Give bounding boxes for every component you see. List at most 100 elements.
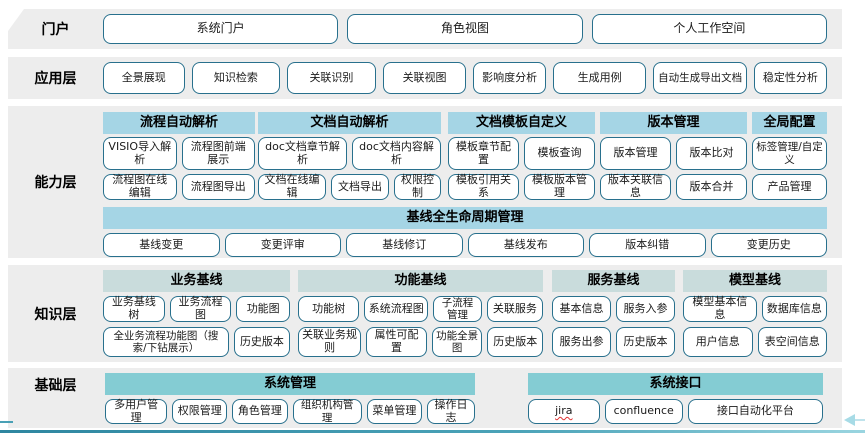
application-row: 全景展现 知识检索 关联识别 关联视图 影响度分析 生成用例 自动生成导出文档 … (103, 62, 827, 94)
baseline-box: 基线发布 (467, 233, 584, 257)
base-box: 组织机构管理 (292, 399, 362, 424)
baseline-row: 基线变更 变更评审 基线修订 基线发布 版本纠错 变更历史 (103, 233, 827, 257)
knowledge-group-service-baseline: 服务基线 基本信息 服务入参 服务出参 历史版本 (552, 265, 675, 362)
baseline-box: 基线修订 (346, 233, 463, 257)
left-arrow-tail (851, 419, 865, 421)
base-box: confluence (604, 399, 683, 424)
baseline-box: 变更历史 (710, 233, 827, 257)
knowledge-box: 业务基线树 (103, 296, 165, 322)
group-header: 功能基线 (298, 270, 543, 292)
group-row: 关联业务规则 属性可配置 功能全景图 历史版本 (298, 327, 544, 357)
capability-group-global-config: 全局配置 标签管理/自定义 产品管理 (752, 106, 827, 258)
knowledge-box: 历史版本 (487, 327, 544, 357)
knowledge-layer-label: 知识层 (34, 306, 77, 323)
group-header: 流程自动解析 (103, 112, 255, 134)
group-row: 模板章节配置 模板查询 (448, 137, 595, 170)
group-header: 全局配置 (752, 112, 827, 134)
base-box: 菜单管理 (366, 399, 422, 424)
portal-layer-content: 系统门户 角色视图 个人工作空间 (103, 9, 827, 49)
baseline-box: 变更评审 (224, 233, 341, 257)
group-header: 服务基线 (552, 270, 675, 292)
knowledge-box: 子流程管理 (433, 296, 482, 322)
baseline-lifecycle-header: 基线全生命周期管理 (103, 207, 827, 229)
capability-box: 产品管理 (752, 174, 827, 200)
capability-box: 模板查询 (524, 137, 595, 170)
app-box: 知识检索 (191, 62, 281, 94)
knowledge-box: 用户信息 (683, 327, 753, 357)
capability-box: 流程图在线编辑 (103, 174, 177, 200)
knowledge-box: 基本信息 (552, 296, 611, 322)
capability-box: 版本关联信息 (600, 174, 671, 200)
group-row: jira confluence 接口自动化平台 (528, 399, 823, 424)
group-row: 基本信息 服务入参 (552, 296, 675, 322)
base-box: 多用户管理 (105, 398, 168, 424)
capability-box: 权限控制 (394, 174, 441, 200)
capability-group-version: 版本管理 版本管理 版本比对 版本关联信息 版本合并 (600, 106, 747, 258)
capability-group-template: 文档模板自定义 模板章节配置 模板查询 模板引用关系 模板版本管理 (448, 106, 595, 258)
app-box: 影响度分析 (473, 62, 546, 94)
capability-layer-band: 能力层 流程自动解析 VISIO导入解析 流程图前端展示 流程图在线编辑 流程图… (8, 106, 842, 258)
capability-box: doc文档章节解析 (258, 137, 347, 170)
capability-box: 版本合并 (676, 174, 747, 200)
capability-layer-content: 流程自动解析 VISIO导入解析 流程图前端展示 流程图在线编辑 流程图导出 文… (103, 106, 827, 258)
app-box: 全景展现 (103, 62, 185, 94)
base-group-system-interface: 系统接口 jira confluence 接口自动化平台 (528, 368, 823, 428)
knowledge-box: 数据库信息 (761, 296, 827, 322)
baseline-box: 基线变更 (103, 233, 220, 257)
group-row: 产品管理 (752, 174, 827, 200)
group-row: 用户信息 表空间信息 (683, 327, 827, 357)
knowledge-box: 属性可配置 (366, 327, 427, 357)
base-box: 操作日志 (426, 398, 475, 424)
base-layer-content: 系统管理 多用户管理 权限管理 角色管理 组织机构管理 菜单管理 操作日志 系统… (103, 368, 827, 428)
capability-layer-label: 能力层 (34, 175, 77, 191)
group-row: 模型基本信息 数据库信息 (683, 296, 827, 322)
knowledge-box: 服务入参 (616, 296, 675, 322)
app-box: 自动生成导出文档 (653, 62, 747, 94)
knowledge-layer-content: 业务基线 业务基线树 业务流程图 功能图 全业务流程功能图（搜索/下钻展示） 历… (103, 265, 827, 362)
capability-box: 文档导出 (331, 174, 389, 200)
group-header: 版本管理 (600, 112, 747, 134)
baseline-box: 版本纠错 (589, 233, 706, 257)
knowledge-box: 全业务流程功能图（搜索/下钻展示） (103, 327, 229, 357)
group-row: doc文档章节解析 doc文档内容解析 (258, 137, 441, 170)
capability-box: 模板版本管理 (524, 174, 595, 200)
jira-label: jira (555, 404, 573, 418)
portal-layer-band: 门户 系统门户 角色视图 个人工作空间 (8, 9, 842, 49)
portal-box: 角色视图 (347, 14, 583, 44)
left-arrow-icon (844, 414, 855, 426)
application-layer-band: 应用层 全景展现 知识检索 关联识别 关联视图 影响度分析 生成用例 自动生成导… (8, 57, 842, 99)
knowledge-box: 模型基本信息 (683, 296, 757, 322)
capability-box: 流程图导出 (181, 174, 255, 200)
knowledge-box: 功能全景图 (431, 327, 483, 357)
capability-box: 模板章节配置 (448, 137, 519, 170)
group-row: 流程图在线编辑 流程图导出 (103, 174, 255, 200)
capability-group-process-parse: 流程自动解析 VISIO导入解析 流程图前端展示 流程图在线编辑 流程图导出 (103, 106, 255, 258)
portal-box: 系统门户 (103, 14, 339, 44)
app-box: 关联视图 (382, 62, 467, 94)
knowledge-group-function-baseline: 功能基线 功能树 系统流程图 子流程管理 关联服务 关联业务规则 属性可配置 功… (298, 265, 544, 362)
group-row: 版本管理 版本比对 (600, 137, 747, 170)
capability-box: 版本管理 (600, 137, 671, 170)
page-edge-line (0, 421, 13, 423)
capability-box: doc文档内容解析 (352, 137, 441, 170)
group-row: 版本关联信息 版本合并 (600, 174, 747, 200)
capability-group-doc-parse: 文档自动解析 doc文档章节解析 doc文档内容解析 文档在线编辑 文档导出 权… (258, 106, 441, 258)
knowledge-box: 历史版本 (233, 327, 290, 357)
group-header: 业务基线 (103, 270, 290, 292)
knowledge-box: 服务出参 (552, 327, 611, 357)
group-header: 文档自动解析 (258, 112, 441, 134)
group-row: 业务基线树 业务流程图 功能图 (103, 296, 290, 322)
bottom-border-line (0, 430, 865, 433)
base-box-jira: jira (528, 399, 600, 424)
knowledge-group-model-baseline: 模型基线 模型基本信息 数据库信息 用户信息 表空间信息 (683, 265, 827, 362)
group-row: 功能树 系统流程图 子流程管理 关联服务 (298, 296, 543, 322)
portal-row: 系统门户 角色视图 个人工作空间 (103, 14, 827, 44)
knowledge-box: 功能图 (236, 296, 290, 322)
group-row: 服务出参 历史版本 (552, 327, 675, 357)
base-box: 接口自动化平台 (687, 399, 823, 424)
group-row: 多用户管理 权限管理 角色管理 组织机构管理 菜单管理 操作日志 (105, 398, 475, 424)
application-layer-content: 全景展现 知识检索 关联识别 关联视图 影响度分析 生成用例 自动生成导出文档 … (103, 57, 827, 99)
group-row: VISIO导入解析 流程图前端展示 (103, 137, 255, 170)
portal-layer-label: 门户 (41, 22, 70, 38)
